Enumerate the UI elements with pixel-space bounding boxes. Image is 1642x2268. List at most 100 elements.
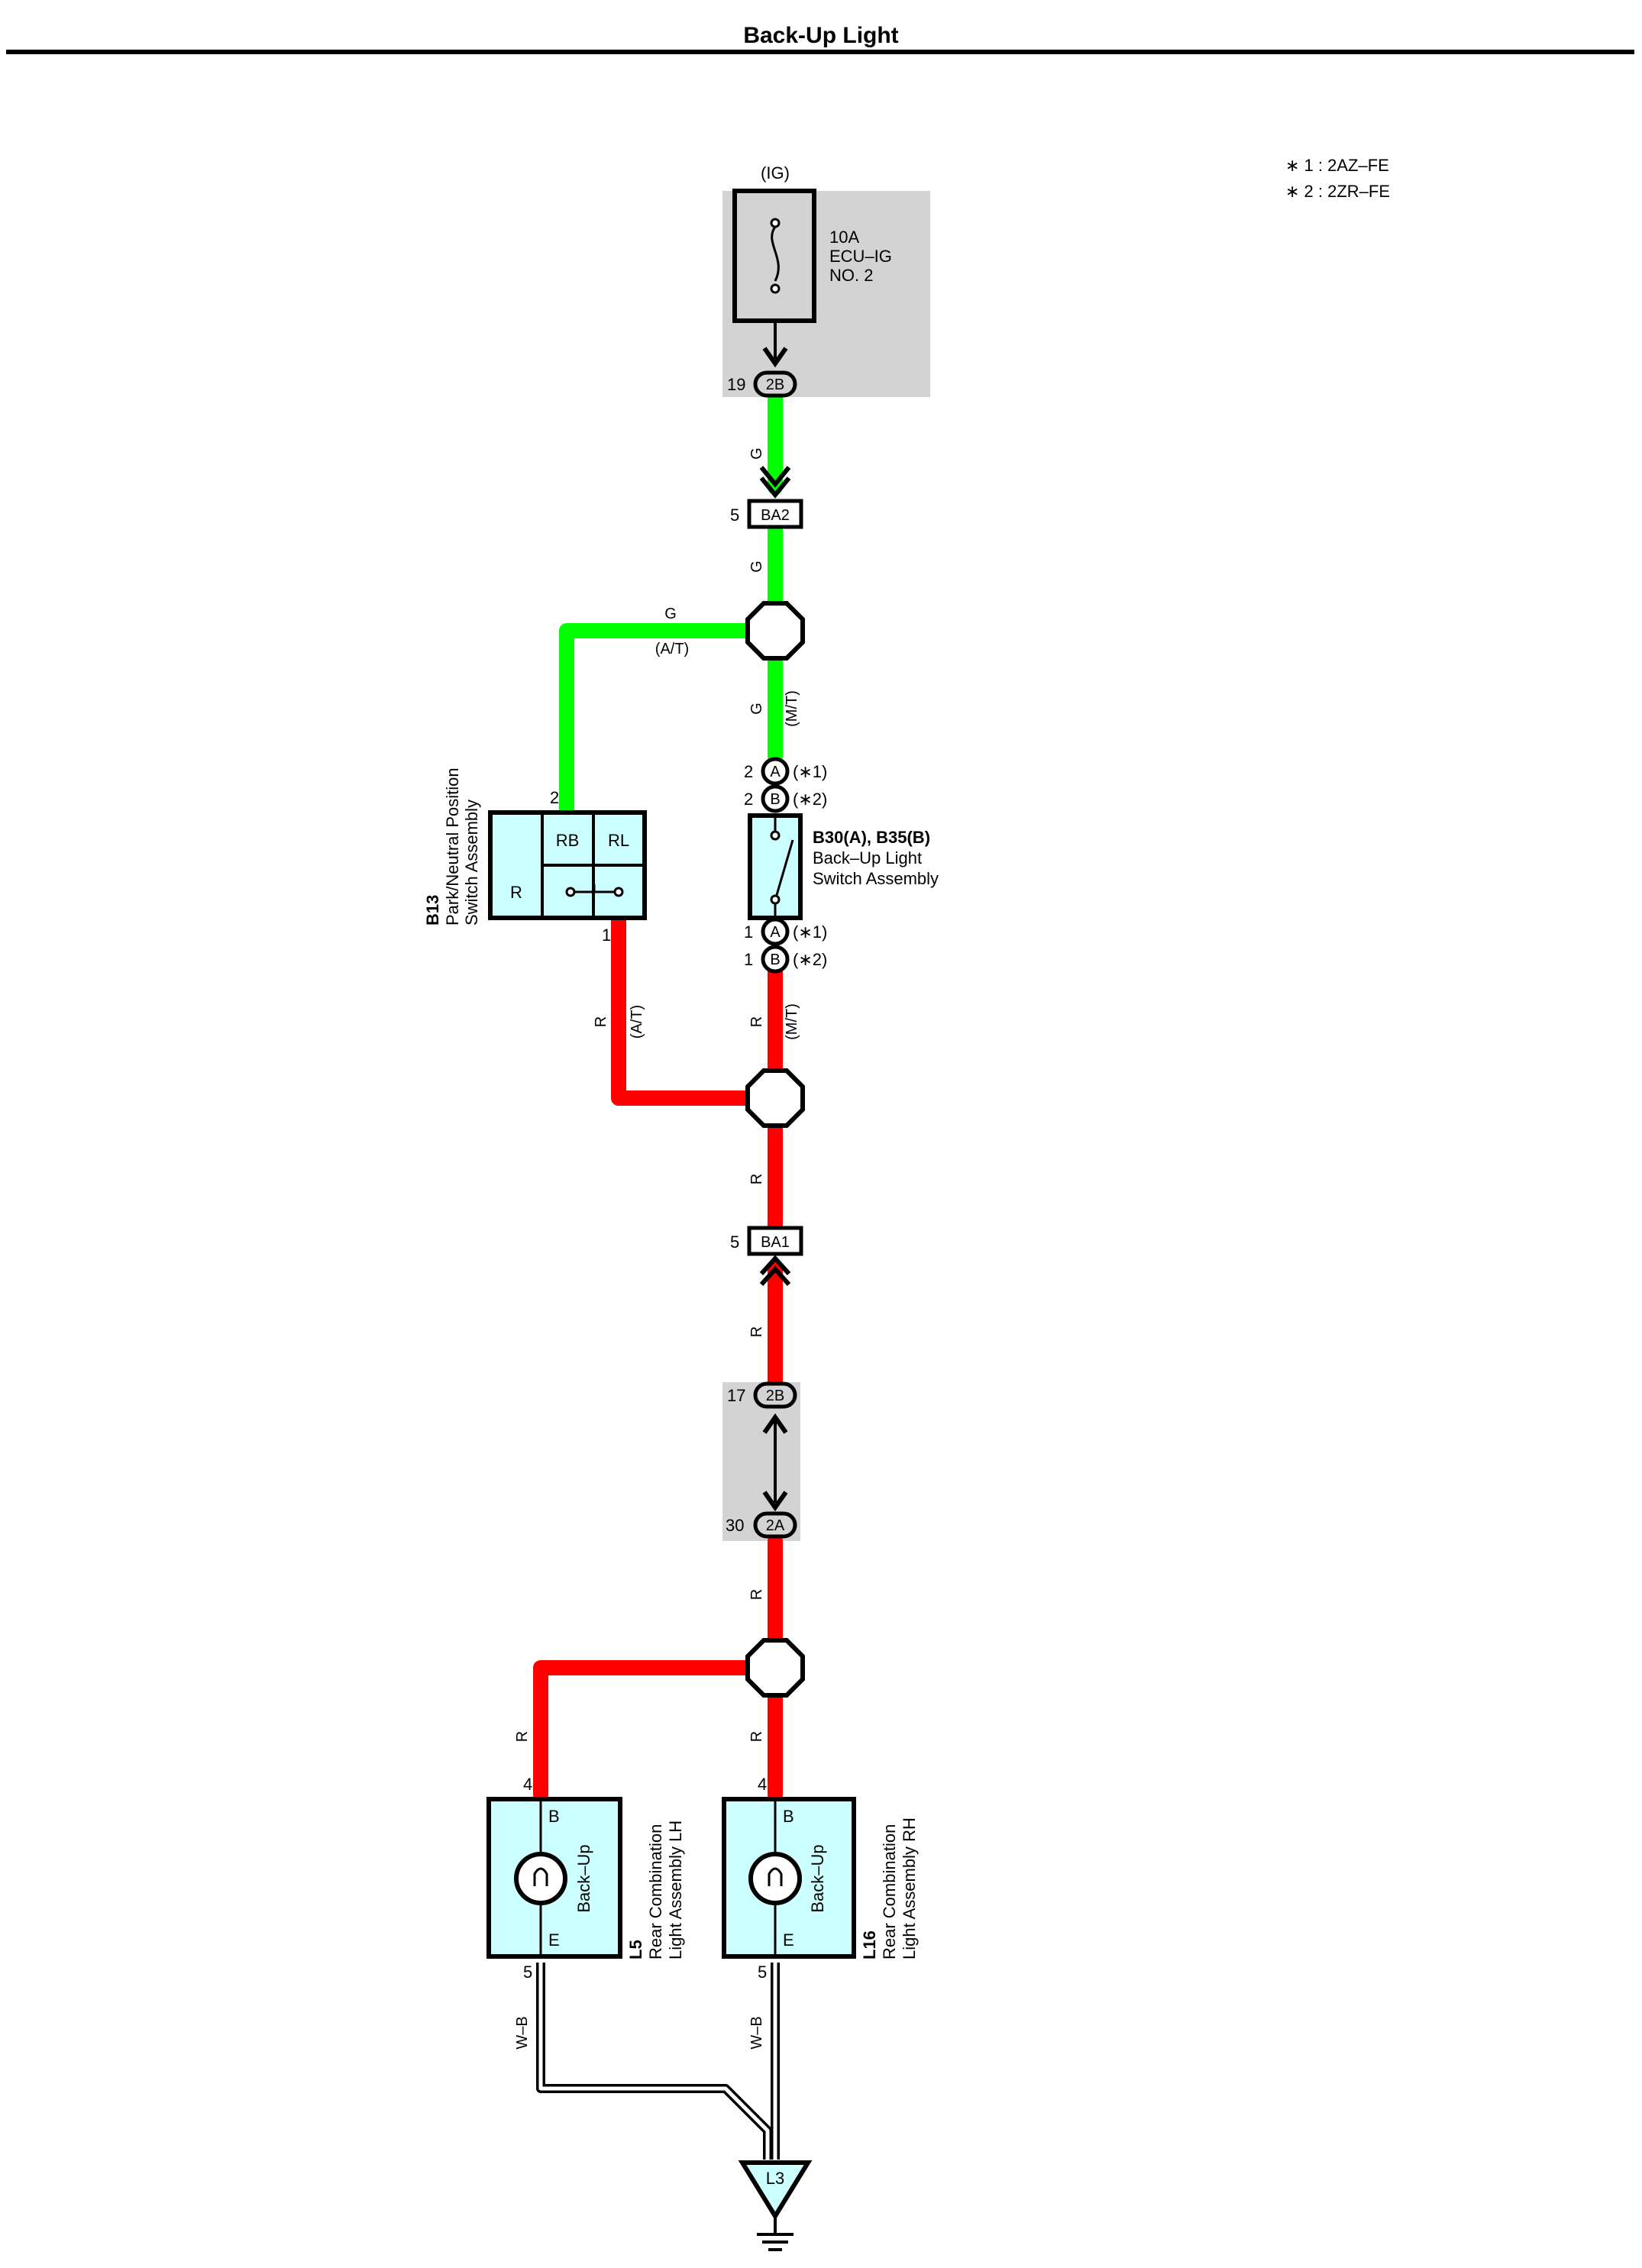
lamp-lh-name-2: Light Assembly LH bbox=[666, 1821, 685, 1959]
lamp-rh-pin-b: 4 bbox=[758, 1775, 767, 1794]
pn-label-r: R bbox=[510, 883, 522, 902]
lamp-lh-name-1: Rear Combination bbox=[646, 1824, 665, 1959]
bus-note-1-top: (∗1) bbox=[793, 762, 827, 781]
lamp-assembly-rh bbox=[722, 1797, 856, 1959]
bus-conn-b-top bbox=[761, 784, 790, 813]
splice-top bbox=[745, 601, 805, 661]
pn-code: B13 bbox=[423, 895, 442, 926]
lamp-rh-b: B bbox=[783, 1807, 794, 1826]
bus-note-1-bot: (∗1) bbox=[793, 922, 827, 942]
lamp-rh-e: E bbox=[783, 1930, 794, 1950]
backup-light-switch bbox=[748, 813, 803, 920]
lamp-rh-name-2: Light Assembly RH bbox=[900, 1817, 919, 1959]
jb-mid-internal bbox=[762, 1413, 788, 1512]
lamp-rh-lamp-label: Back–Up bbox=[808, 1844, 827, 1912]
ground-l3 bbox=[738, 2160, 813, 2251]
park-neutral-switch bbox=[488, 810, 647, 920]
backup-switch-name-2: Switch Assembly bbox=[813, 869, 939, 888]
wire-label-r-bus: R bbox=[748, 1016, 765, 1027]
ba2-chevron-2 bbox=[759, 477, 791, 499]
ba1-chevron bbox=[759, 1255, 791, 1276]
connector-ba2-pin: 5 bbox=[730, 506, 739, 525]
lamp-lh-pin-b: 4 bbox=[523, 1775, 532, 1794]
lamp-rh-pin-e: 5 bbox=[758, 1963, 767, 1982]
connector-2b-mid bbox=[753, 1381, 797, 1409]
splice-bottom bbox=[745, 1638, 805, 1698]
wire-label-mt-2: (M/T) bbox=[784, 1003, 800, 1040]
pn-pin-in: 2 bbox=[550, 788, 559, 807]
backup-switch-name-1: Back–Up Light bbox=[813, 848, 922, 867]
pn-name-1: Park/Neutral Position bbox=[443, 767, 462, 926]
connector-2a-id: 2A bbox=[766, 1517, 785, 1534]
wire-label-wb-rh: W–B bbox=[748, 2016, 765, 2049]
connector-2a bbox=[753, 1511, 797, 1539]
note-2: ∗ 2 : 2ZR–FE bbox=[1285, 182, 1390, 201]
wire-label-g-2: G bbox=[748, 561, 765, 573]
lamp-rh-code: L16 bbox=[860, 1930, 879, 1959]
bus-conn-b-bot bbox=[761, 945, 790, 974]
note-1: ∗ 1 : 2AZ–FE bbox=[1285, 156, 1389, 175]
wire-label-r-4: R bbox=[748, 1589, 765, 1600]
splice-middle bbox=[745, 1068, 805, 1128]
lamp-lh-lamp-label: Back–Up bbox=[574, 1844, 593, 1912]
wire-label-r-3: R bbox=[748, 1326, 765, 1337]
lamp-rh-name-1: Rear Combination bbox=[880, 1824, 899, 1959]
red-wires bbox=[533, 912, 783, 1802]
connector-2b-top-id: 2B bbox=[766, 376, 784, 393]
pn-label-rb: RB bbox=[556, 831, 580, 850]
connector-ba1 bbox=[747, 1226, 803, 1256]
bus-conn-a-bot bbox=[761, 917, 790, 946]
lamp-lh-pin-e: 5 bbox=[523, 1963, 532, 1982]
wire-label-at-2: (A/T) bbox=[629, 1005, 645, 1039]
wire-label-g-3: G bbox=[748, 703, 765, 715]
bus-pin-bot-a: 1 bbox=[744, 922, 753, 942]
power-source-label: (IG) bbox=[761, 163, 790, 183]
lamp-lh-b: B bbox=[548, 1807, 560, 1826]
wire-label-r-lh: R bbox=[514, 1731, 531, 1742]
wire-label-r-pn: R bbox=[593, 1016, 609, 1027]
ba2-chevron bbox=[759, 466, 791, 488]
bus-conn-b-bot-letter: B bbox=[770, 951, 780, 968]
fuse-number: NO. 2 bbox=[829, 266, 873, 285]
connector-ba1-pin: 5 bbox=[730, 1233, 739, 1252]
lamp-lh-code: L5 bbox=[626, 1940, 645, 1959]
page-title: Back-Up Light bbox=[743, 23, 898, 48]
lamp-lh-e: E bbox=[548, 1930, 560, 1950]
pn-pin-out: 1 bbox=[602, 926, 611, 945]
bus-conn-a-bot-letter: A bbox=[770, 924, 781, 941]
green-wires bbox=[559, 389, 783, 819]
wire-label-mt-1: (M/T) bbox=[784, 690, 800, 727]
bus-conn-a-top-letter: A bbox=[770, 764, 781, 780]
ba1-chevron-2 bbox=[759, 1265, 791, 1287]
fuse-name: ECU–IG bbox=[829, 247, 892, 266]
connector-2b-top-pin: 19 bbox=[727, 375, 745, 394]
wire-label-r-2: R bbox=[748, 1174, 765, 1184]
bus-conn-a-top bbox=[761, 757, 790, 786]
pn-name-2: Switch Assembly bbox=[462, 800, 481, 926]
connector-2a-pin: 30 bbox=[726, 1516, 744, 1535]
fuse-rating: 10A bbox=[829, 228, 859, 247]
bus-pin-top-b: 2 bbox=[744, 790, 753, 809]
wb-wires bbox=[536, 1963, 780, 2160]
connector-ba1-id: BA1 bbox=[761, 1234, 790, 1251]
wire-label-g-1: G bbox=[748, 447, 765, 460]
bus-note-2-top: (∗2) bbox=[793, 790, 827, 809]
bus-note-2-bot: (∗2) bbox=[793, 950, 827, 969]
bus-conn-b-top-letter: B bbox=[770, 791, 780, 808]
connector-2b-mid-pin: 17 bbox=[727, 1386, 745, 1405]
connector-ba2 bbox=[747, 499, 803, 529]
backup-switch-code: B30(A), B35(B) bbox=[813, 828, 930, 847]
fuse-ecu-ig-no2 bbox=[732, 189, 816, 368]
connector-ba2-id: BA2 bbox=[761, 507, 790, 524]
wire-label-r-rh: R bbox=[748, 1731, 765, 1742]
wire-label-at-1: (A/T) bbox=[655, 641, 689, 657]
connector-2b-top bbox=[753, 370, 797, 398]
wire-label-g-4: G bbox=[664, 606, 677, 622]
connector-2b-mid-id: 2B bbox=[766, 1388, 784, 1404]
pn-label-rl: RL bbox=[608, 831, 629, 850]
wire-label-wb-lh: W–B bbox=[514, 2016, 531, 2049]
bus-pin-top-a: 2 bbox=[744, 762, 753, 781]
bus-pin-bot-b: 1 bbox=[744, 950, 753, 969]
ground-l3-id: L3 bbox=[766, 2169, 784, 2188]
